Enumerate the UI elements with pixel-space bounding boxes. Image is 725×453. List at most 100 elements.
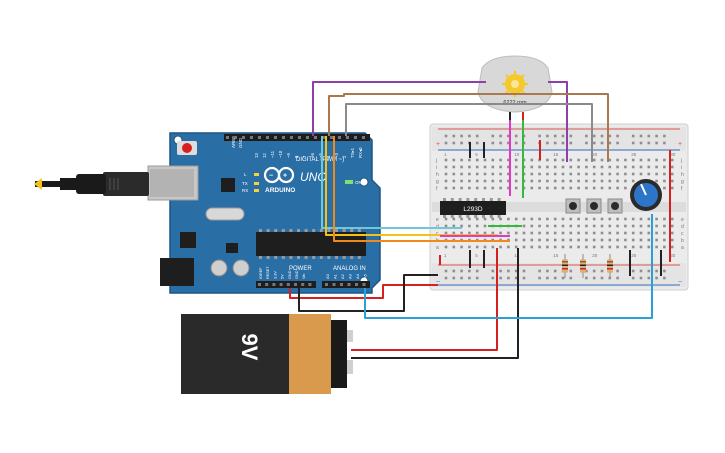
- tx-led: [254, 182, 259, 185]
- column-number: 5: [475, 253, 478, 258]
- push-button-1[interactable]: [565, 198, 581, 214]
- row-letter: a: [681, 245, 684, 251]
- digital-pin-label: RX◂0: [358, 147, 363, 158]
- analog-pin-label: A2: [340, 273, 345, 279]
- column-number: 30: [670, 152, 676, 157]
- push-button-3[interactable]: [607, 198, 623, 214]
- column-number: 15: [553, 152, 559, 157]
- row-letter: i: [681, 165, 682, 171]
- digital-pin-label: ~6: [310, 152, 315, 158]
- digital-pin-label: 13: [254, 153, 259, 158]
- digital-pin-label: 8: [294, 155, 299, 158]
- row-letter: h: [436, 172, 439, 178]
- wire[interactable]: [289, 284, 438, 299]
- row-letter: i: [436, 165, 437, 171]
- analog-pin-label: A0: [325, 273, 330, 279]
- digital-pin-label: ~11: [270, 150, 275, 158]
- push-button-2[interactable]: [586, 198, 602, 214]
- power-header-label: POWER: [289, 266, 312, 272]
- row-letter: j: [680, 158, 682, 164]
- rx-led: [254, 189, 259, 192]
- svg-text:+: +: [436, 141, 440, 148]
- column-number: 15: [553, 253, 559, 258]
- l293d-chip[interactable]: L293D: [440, 198, 506, 218]
- svg-text:−: −: [436, 279, 440, 286]
- power-pin-label: GND: [295, 270, 299, 279]
- wire[interactable]: [321, 136, 462, 229]
- arduino-logo: − +: [263, 166, 295, 184]
- column-number: 20: [592, 253, 598, 258]
- wire[interactable]: [548, 81, 568, 162]
- battery-9v[interactable]: 9V: [181, 314, 353, 394]
- analog-header-label: ANALOG IN: [333, 266, 366, 272]
- arduino-brand: ARDUINO: [265, 187, 295, 194]
- row-letter: a: [436, 245, 439, 251]
- row-letter: e: [681, 217, 684, 223]
- wire[interactable]: [333, 136, 510, 242]
- row-letter: c: [681, 231, 684, 237]
- power-pin-label: IOREF: [259, 267, 263, 279]
- wire[interactable]: [351, 248, 498, 351]
- reset-button-cap[interactable]: [182, 143, 192, 153]
- wire[interactable]: [328, 93, 609, 162]
- chip-label: L293D: [463, 206, 482, 213]
- potentiometer[interactable]: [630, 179, 662, 211]
- analog-pin-label: A4: [355, 273, 360, 279]
- voltage-regulator: [180, 232, 196, 248]
- crystal-oscillator: [205, 207, 245, 221]
- svg-text:+: +: [678, 141, 682, 148]
- wire[interactable]: [345, 103, 593, 162]
- svg-text:+: +: [283, 173, 287, 180]
- row-letter: b: [681, 238, 684, 244]
- column-number: 10: [514, 253, 520, 258]
- row-letter: h: [681, 172, 684, 178]
- power-header: [256, 281, 316, 288]
- column-number: 5: [475, 152, 478, 157]
- analog-pin-label: A5: [363, 273, 368, 279]
- row-letter: f: [436, 186, 438, 192]
- analog-header: [322, 281, 370, 288]
- battery-label: 9V: [237, 334, 262, 361]
- column-number: 30: [670, 253, 676, 258]
- aref-label: AREF: [231, 136, 236, 148]
- column-number: 1: [444, 152, 447, 157]
- digital-pin-label: ~5: [318, 152, 323, 158]
- capacitor: [232, 259, 250, 277]
- svg-text:−: −: [269, 173, 273, 180]
- digital-pin-label: 2: [342, 155, 347, 158]
- dc-motor[interactable]: 6222 rpm: [477, 55, 553, 113]
- digital-pin-label: 12: [262, 153, 267, 158]
- capacitor: [210, 259, 228, 277]
- digital-header: [224, 134, 370, 141]
- svg-text:−: −: [678, 279, 682, 286]
- column-number: 1: [444, 253, 447, 258]
- wire[interactable]: [312, 81, 486, 136]
- wire[interactable]: [298, 274, 438, 312]
- row-letter: e: [436, 217, 439, 223]
- wire[interactable]: [364, 214, 653, 319]
- resistors: [562, 254, 613, 278]
- column-number: 25: [631, 152, 637, 157]
- digital-header-label: DIGITAL (PWM ~): [296, 157, 344, 163]
- usb-controller-chip: [221, 178, 235, 192]
- column-number: 25: [631, 253, 637, 258]
- gnd-label: GND: [238, 137, 243, 148]
- power-pin-label: GND: [288, 270, 292, 279]
- wire[interactable]: [351, 248, 519, 359]
- row-letter: f: [681, 186, 683, 192]
- on-led: [345, 180, 353, 184]
- digital-pin-label: ~3: [334, 152, 339, 158]
- digital-pin-label: 7: [302, 155, 307, 158]
- row-letter: g: [681, 179, 684, 185]
- rx-label: RX: [242, 188, 248, 193]
- digital-pin-label: ~10: [278, 150, 283, 158]
- power-jack: [160, 258, 194, 286]
- on-led-label: ON: [355, 180, 362, 185]
- digital-pin-label: 4: [326, 155, 331, 158]
- row-letter: g: [436, 179, 439, 185]
- power-pin-label: Vin: [302, 274, 306, 279]
